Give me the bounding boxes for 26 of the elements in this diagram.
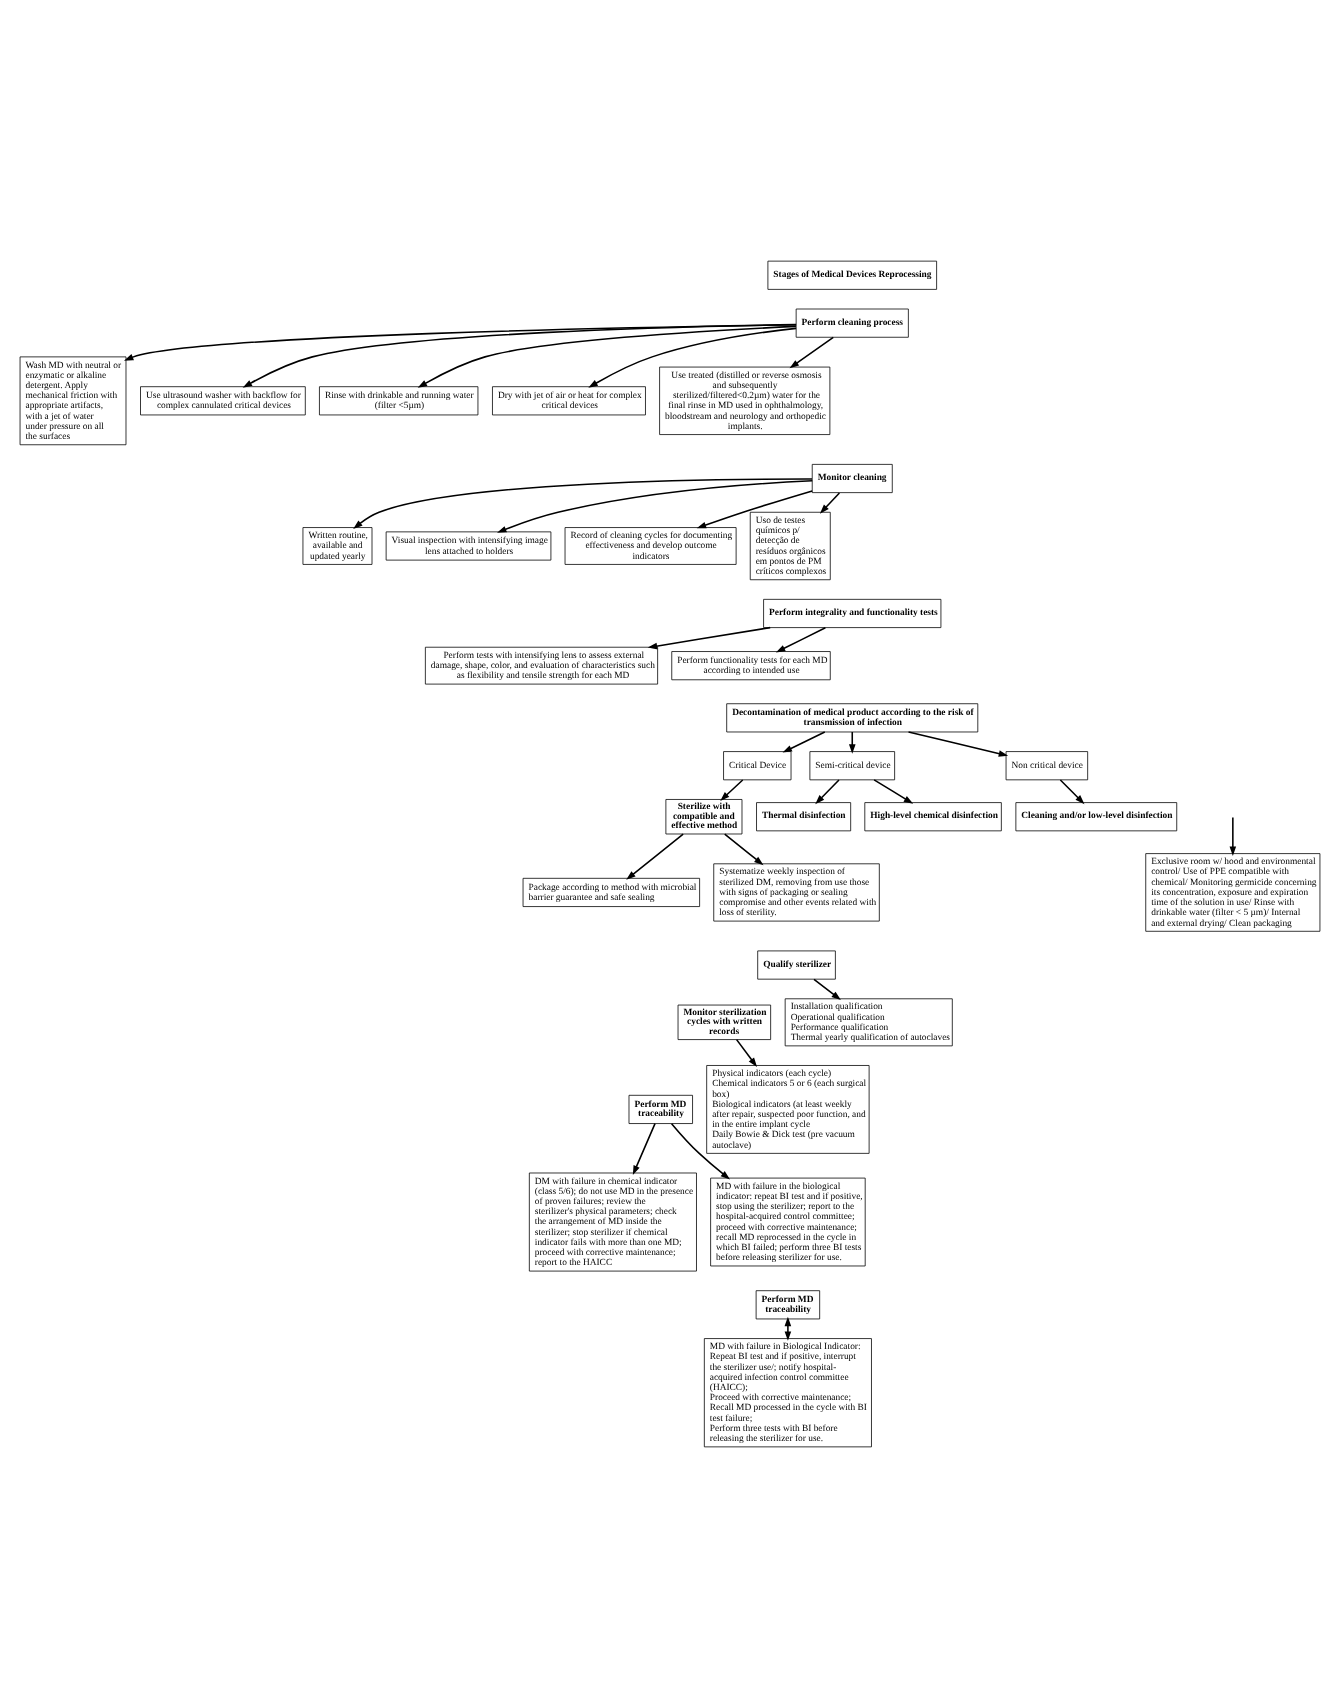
arrow	[1229, 815, 1237, 855]
arrow	[723, 832, 764, 865]
arrow	[353, 477, 813, 528]
arrow	[813, 977, 841, 1000]
arrow	[907, 730, 1009, 756]
arrow	[782, 730, 826, 752]
arrow	[720, 778, 744, 800]
arrow	[819, 491, 841, 513]
arrow	[588, 326, 797, 387]
arrow	[815, 778, 840, 804]
arrow	[626, 832, 684, 879]
arrow	[242, 322, 797, 387]
arrow	[735, 1037, 758, 1067]
arrow	[696, 489, 813, 528]
arrow	[647, 625, 771, 649]
arrow	[124, 322, 797, 360]
arrow	[632, 1121, 656, 1174]
arrow	[789, 335, 835, 368]
arrow	[1059, 778, 1085, 804]
arrow	[873, 778, 914, 803]
arrow	[784, 1315, 792, 1340]
arrow	[848, 730, 856, 753]
arrow	[670, 1121, 731, 1179]
arrow	[497, 478, 813, 532]
arrow	[775, 625, 827, 652]
arrow	[417, 324, 797, 387]
